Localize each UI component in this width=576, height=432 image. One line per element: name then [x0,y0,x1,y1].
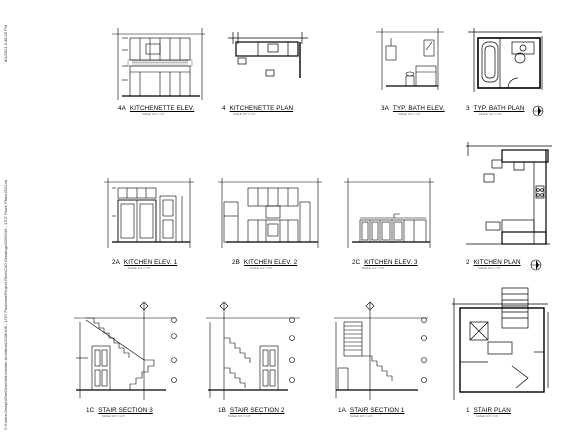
kitchenette-plan-drawing [228,32,308,78]
kitchen-elevation-3-drawing [344,178,434,248]
stair-section-3-drawing [74,301,177,400]
kitchen-elevation-1-drawing [104,178,194,248]
kitchen-plan-drawing [466,142,552,245]
view-scale: SCALE: 1/4" = 1'-0" [478,267,501,270]
view-scale: SCALE: 1/4" = 1'-0" [142,113,165,116]
stair-section-1-drawing [334,301,428,400]
view-scale: SCALE: 1/4" = 1'-0" [476,415,499,418]
bath-plan-drawing [468,28,543,92]
view-scale: SCALE: 1/4" = 1'-0" [128,267,151,270]
kitchenette-elevation-drawing [112,28,205,100]
view-scale: SCALE: 1/4" = 1'-0" [250,267,273,270]
view-scale: SCALE: 1/4" = 1'-0" [362,267,385,270]
view-scale: SCALE: 1/4" = 1'-0" [350,415,373,418]
north-arrow-icon [530,259,542,271]
view-scale: SCALE: 1/4" = 1'-0" [398,113,421,116]
view-scale: SCALE: 1/4" = 1'-0" [479,113,502,116]
print-timestamp: 8/1/2021 5:48:25 PM [3,24,8,62]
stair-plan-drawing [452,287,549,400]
north-arrow-icon [532,105,544,117]
view-scale: SCALE: 1/4" = 1'-0" [233,113,256,116]
file-path-label: C:\Users\Joseph\OneDrive\Winchester Arch… [3,179,8,430]
view-scale: SCALE: 1/4" = 1'-0" [228,415,251,418]
kitchen-elevation-2-drawing [218,178,322,248]
view-scale: SCALE: 1/4" = 1'-0" [102,415,125,418]
stair-section-2-drawing [206,301,300,400]
bath-elevation-drawing [376,28,444,90]
